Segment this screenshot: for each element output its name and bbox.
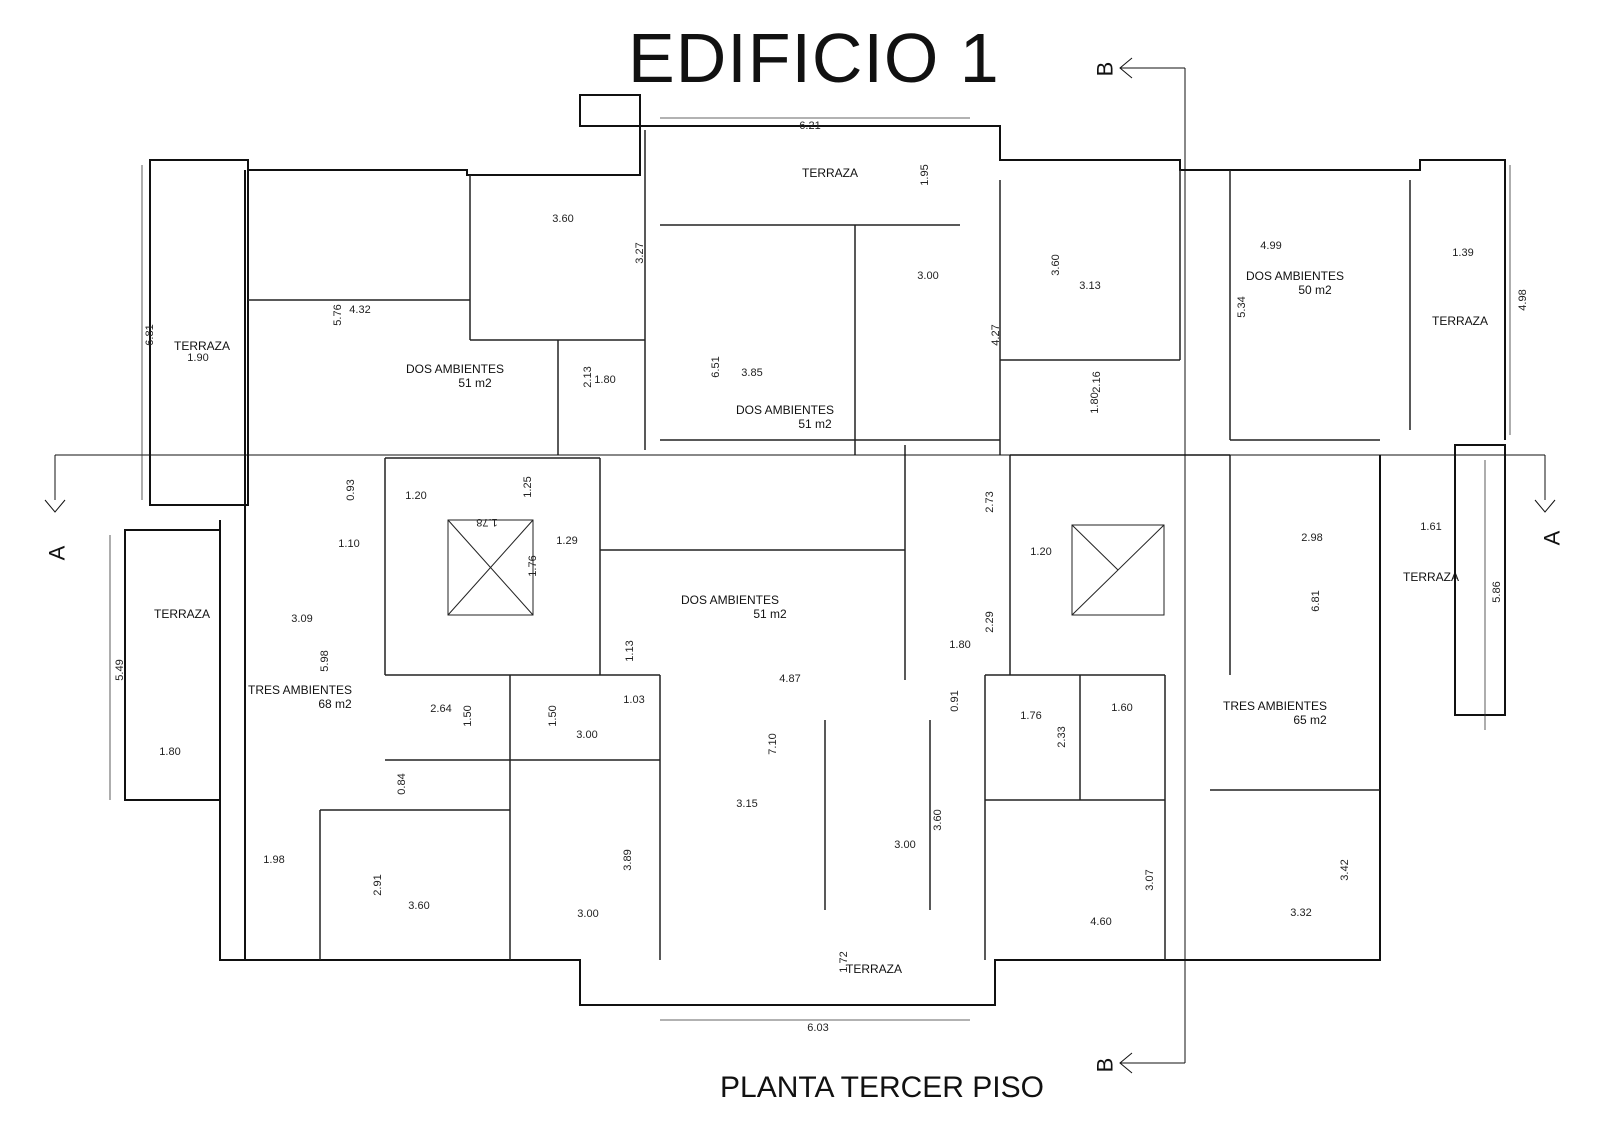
dim-label: 1.76 [527,555,539,577]
dim-label: 3.09 [291,613,313,625]
dim-label: 3.60 [932,809,944,831]
dim-label: 1.29 [556,535,578,547]
dim-label: 2.16 [1091,371,1103,393]
room-terrace-left-bottom: TERRAZA [153,607,211,621]
dim-label: 1.60 [1111,702,1133,714]
dim-label: 4.98 [1517,289,1529,311]
dim-label: 4.27 [990,324,1002,346]
dim-label: 2.91 [372,874,384,896]
dim-label: 0.84 [396,773,408,795]
room-terrace-left-top: TERRAZA [173,339,231,353]
page-title: EDIFICIO 1 [628,19,1000,97]
dimension-lines [109,117,1511,1021]
dim-label: 4.99 [1260,240,1282,252]
dim-label: 3.60 [552,213,574,225]
dim-label: 1.20 [1030,546,1052,558]
dim-label: 7.10 [767,733,779,755]
dim-label: 1.03 [623,694,645,706]
dim-label: 1.80 [159,746,181,758]
dim-label: 5.34 [1236,296,1248,318]
dim-label: 5.76 [332,304,344,326]
dim-label: 4.60 [1090,916,1112,928]
dim-label: 2.73 [984,491,996,513]
dim-label: 6.81 [1310,590,1322,612]
dim-label: 1.61 [1420,521,1442,533]
dim-label: 6.51 [710,356,722,378]
dim-label: 1.78 [476,516,498,528]
dim-label: 3.00 [577,908,599,920]
room-terrace-top: TERRAZA [801,166,859,180]
dim-label: 2.29 [984,611,996,633]
page-subtitle: PLANTA TERCER PISO [720,1071,1044,1104]
dim-label: 2.13 [582,366,594,388]
room-terrace-right-bottom: TERRAZA [1402,570,1460,584]
dim-label: 3.60 [408,900,430,912]
dim-label: 0.91 [949,690,961,712]
dim-label: 1.50 [462,705,474,727]
dim-label: 4.87 [779,673,801,685]
section-marker-a-left: A [44,545,70,561]
dim-label: 5.49 [114,659,126,681]
dim-label: 4.32 [349,304,371,316]
dim-label: 1.95 [919,164,931,186]
room-terrace-bottom: TERRAZA [845,962,903,976]
dim-label: 1.98 [263,854,285,866]
dim-label: 1.80 [949,639,971,651]
dim-label: 3.85 [741,367,763,379]
dim-label: 1.80 [594,374,616,386]
dim-label: 1.50 [547,705,559,727]
dim-label: 3.00 [917,270,939,282]
dim-label: 3.15 [736,798,758,810]
dim-label: 2.98 [1301,532,1323,544]
dim-label: 2.33 [1056,726,1068,748]
dim-label: 6.81 [144,324,156,346]
dim-label: 5.98 [319,650,331,672]
dim-label: 1.39 [1452,247,1474,259]
section-lines [44,57,1556,1074]
dim-label: 1.80 [1089,392,1101,414]
dim-label: 1.76 [1020,710,1042,722]
dim-label: 3.42 [1339,859,1351,881]
dim-label: 3.60 [1050,254,1062,276]
section-marker-b-bottom: B [1092,1057,1118,1073]
dim-label: 1.72 [838,951,850,973]
dim-label: 1.10 [338,538,360,550]
dim-label: 2.64 [430,703,452,715]
dim-label: 3.13 [1079,280,1101,292]
stairwells [447,519,1165,616]
dim-label: 6.03 [807,1022,829,1034]
dim-label: 3.00 [576,729,598,741]
dim-label: 6.21 [799,120,821,132]
dim-label: 1.13 [624,640,636,662]
dim-label: 3.89 [622,849,634,871]
dim-label: 3.32 [1290,907,1312,919]
dim-label: 0.93 [345,479,357,501]
dim-label: 3.27 [634,242,646,264]
dim-label: 3.07 [1144,869,1156,891]
section-marker-a-right: A [1539,530,1565,546]
dim-label: 1.90 [187,352,209,364]
outer-walls [124,94,1506,1006]
dim-label: 3.00 [894,839,916,851]
dim-label: 1.25 [522,476,534,498]
section-marker-b-top: B [1092,61,1118,77]
room-terrace-right-top: TERRAZA [1431,314,1489,328]
dim-label: 1.20 [405,490,427,502]
dim-label: 5.86 [1491,581,1503,603]
interior-walls [248,130,1411,960]
